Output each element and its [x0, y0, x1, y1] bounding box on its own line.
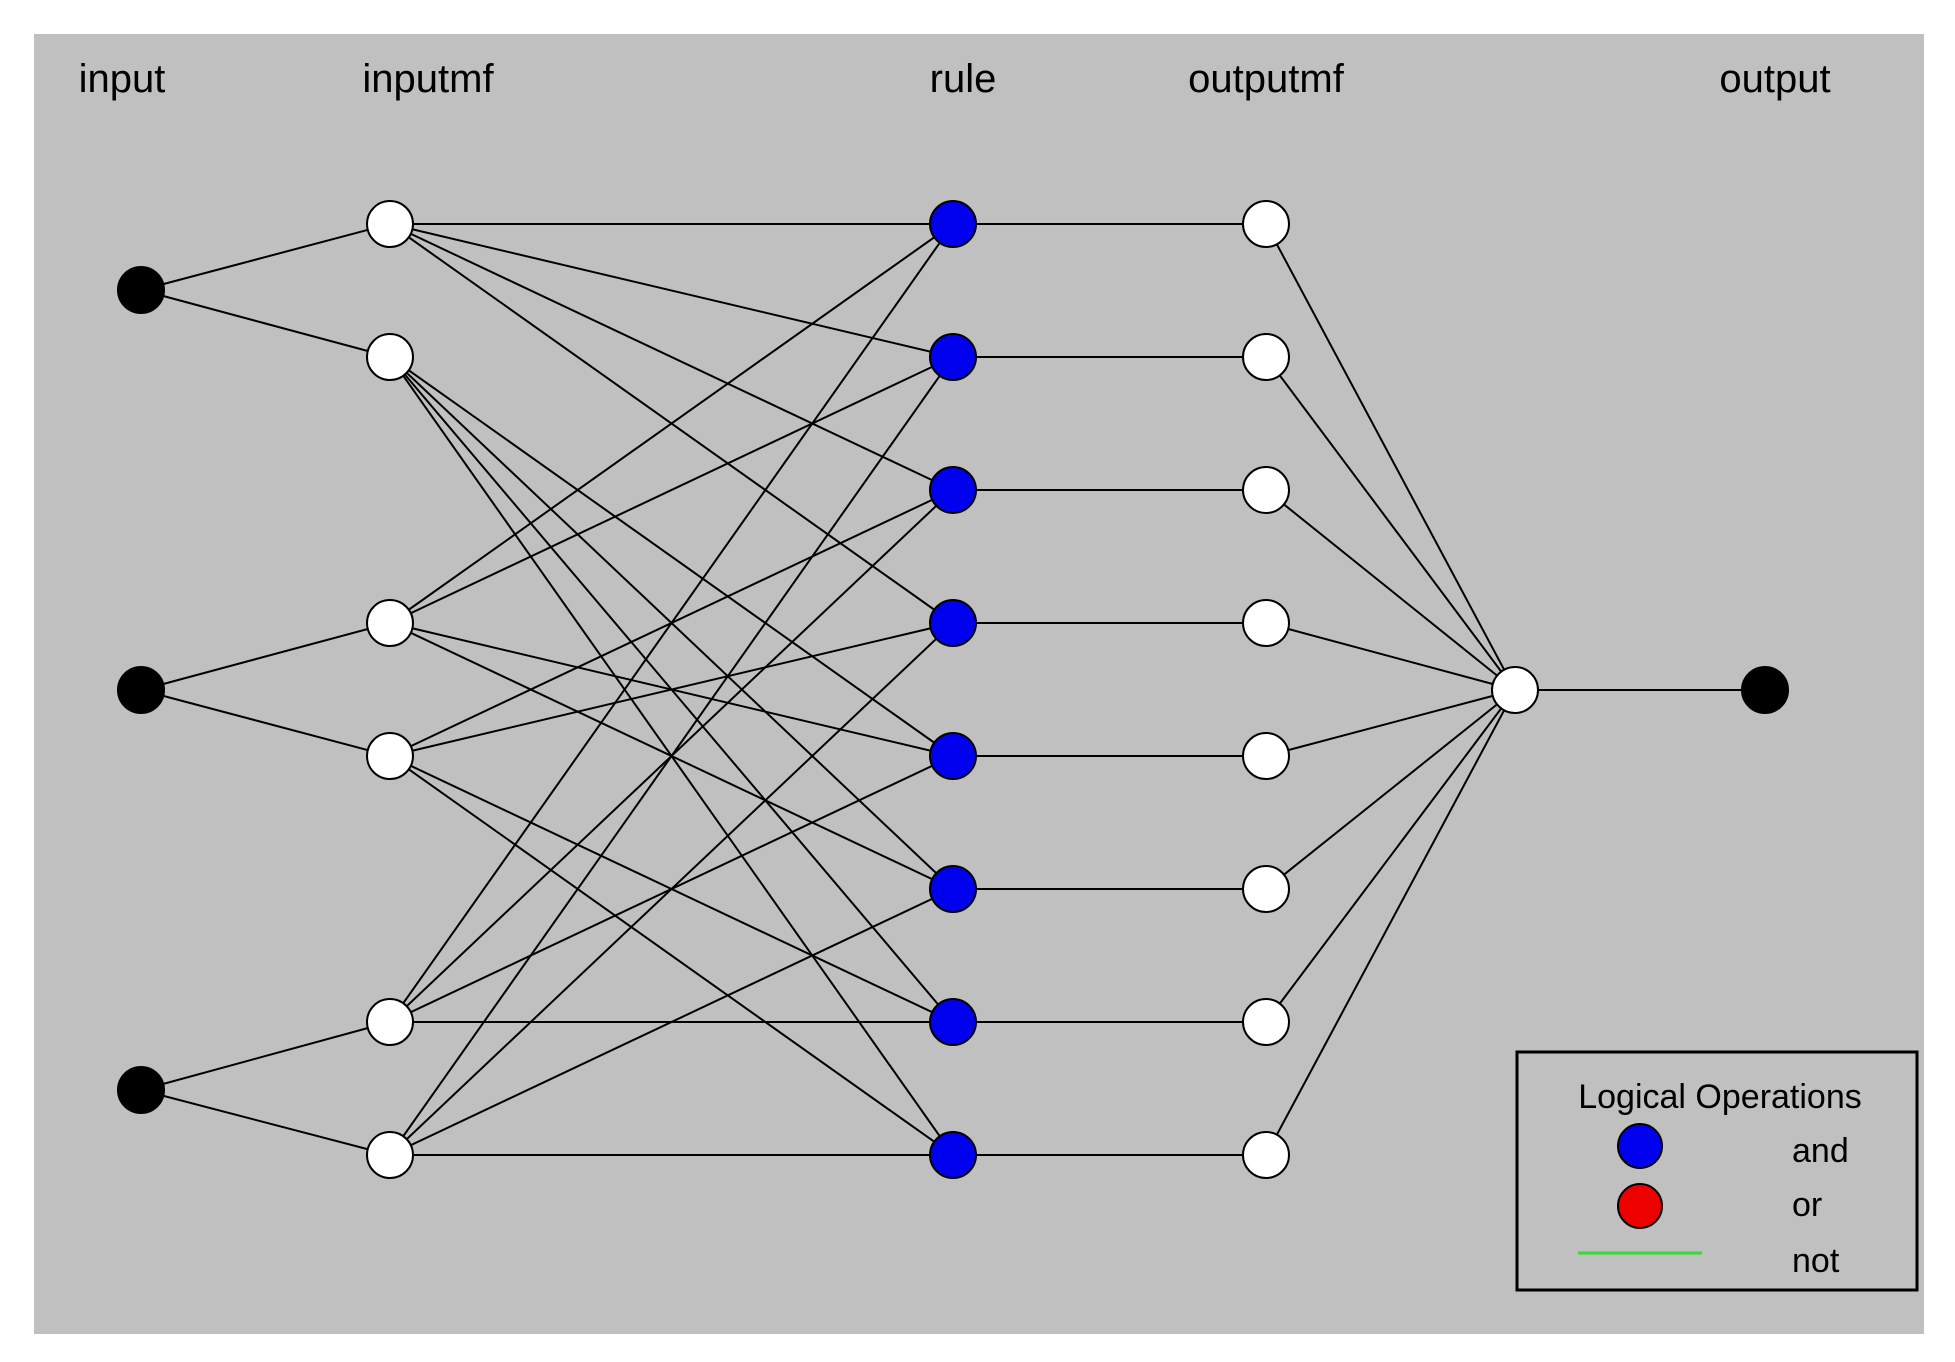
- rule-node-and: [929, 333, 977, 381]
- edge-inputmf-to-rule: [389, 356, 954, 757]
- output-node: [1741, 666, 1789, 714]
- legend-and-label: and: [1792, 1132, 1849, 1170]
- edge-input-to-inputmf: [140, 1089, 391, 1156]
- outputmf-node: [1242, 1131, 1290, 1179]
- column-label-output: output: [1719, 57, 1830, 101]
- rule-node-and: [929, 200, 977, 248]
- legend-and-marker: [1617, 1123, 1663, 1169]
- column-labels: input inputmf rule outputmf output: [79, 57, 1831, 101]
- inputmf-node: [366, 1131, 414, 1179]
- rule-node-and: [929, 466, 977, 514]
- edge-inputmf-to-rule: [389, 223, 954, 491]
- rule-node-and: [929, 732, 977, 780]
- legend-not-label: not: [1792, 1242, 1840, 1280]
- edge-outputmf-to-aggregation: [1265, 689, 1516, 890]
- inputmf-node: [366, 333, 414, 381]
- nodes-layer: [117, 200, 1789, 1179]
- edge-outputmf-to-aggregation: [1265, 689, 1516, 757]
- column-label-outputmf: outputmf: [1188, 57, 1345, 101]
- edge-input-to-inputmf: [140, 689, 391, 757]
- inputmf-node: [366, 998, 414, 1046]
- edge-inputmf-to-rule: [389, 755, 954, 1156]
- outputmf-node: [1242, 732, 1290, 780]
- edge-outputmf-to-aggregation: [1265, 356, 1516, 691]
- column-label-rule: rule: [930, 57, 997, 101]
- edge-input-to-inputmf: [140, 289, 391, 358]
- input-node: [117, 266, 165, 314]
- outputmf-node: [1242, 200, 1290, 248]
- column-label-inputmf: inputmf: [362, 57, 494, 101]
- edge-outputmf-to-aggregation: [1265, 689, 1516, 1156]
- inputmf-node: [366, 200, 414, 248]
- outputmf-node: [1242, 865, 1290, 913]
- edge-inputmf-to-rule: [389, 223, 954, 624]
- outputmf-node: [1242, 466, 1290, 514]
- edge-inputmf-to-rule: [389, 356, 954, 1156]
- outputmf-node: [1242, 998, 1290, 1046]
- outputmf-node: [1242, 333, 1290, 381]
- edge-outputmf-to-aggregation: [1265, 489, 1516, 691]
- input-node: [117, 1066, 165, 1114]
- legend-or-label: or: [1792, 1186, 1822, 1224]
- edge-inputmf-to-rule: [389, 356, 954, 890]
- legend-box: Logical Operations and or not: [1515, 1050, 1919, 1292]
- inputmf-node: [366, 599, 414, 647]
- input-node: [117, 666, 165, 714]
- column-label-input: input: [79, 57, 166, 101]
- edge-input-to-inputmf: [140, 223, 391, 291]
- edge-outputmf-to-aggregation: [1265, 223, 1516, 691]
- rule-node-and: [929, 599, 977, 647]
- legend-or-marker: [1617, 1183, 1663, 1229]
- edge-inputmf-to-rule: [389, 356, 954, 1023]
- diagram-background: [34, 34, 1924, 1334]
- edge-inputmf-to-rule: [389, 755, 954, 1023]
- edge-inputmf-to-rule: [389, 223, 954, 358]
- aggregation-node: [1491, 666, 1539, 714]
- legend-frame: [1515, 1050, 1919, 1292]
- edge-inputmf-to-rule: [389, 356, 954, 624]
- inputmf-node: [366, 732, 414, 780]
- edge-input-to-inputmf: [140, 1021, 391, 1091]
- outputmf-node: [1242, 599, 1290, 647]
- rule-node-and: [929, 1131, 977, 1179]
- edges-layer: [140, 223, 1765, 1156]
- edge-outputmf-to-aggregation: [1265, 689, 1516, 1023]
- rule-node-and: [929, 865, 977, 913]
- rule-node-and: [929, 998, 977, 1046]
- edge-outputmf-to-aggregation: [1265, 622, 1516, 691]
- edge-input-to-inputmf: [140, 622, 391, 691]
- legend-title: Logical Operations: [1578, 1078, 1862, 1116]
